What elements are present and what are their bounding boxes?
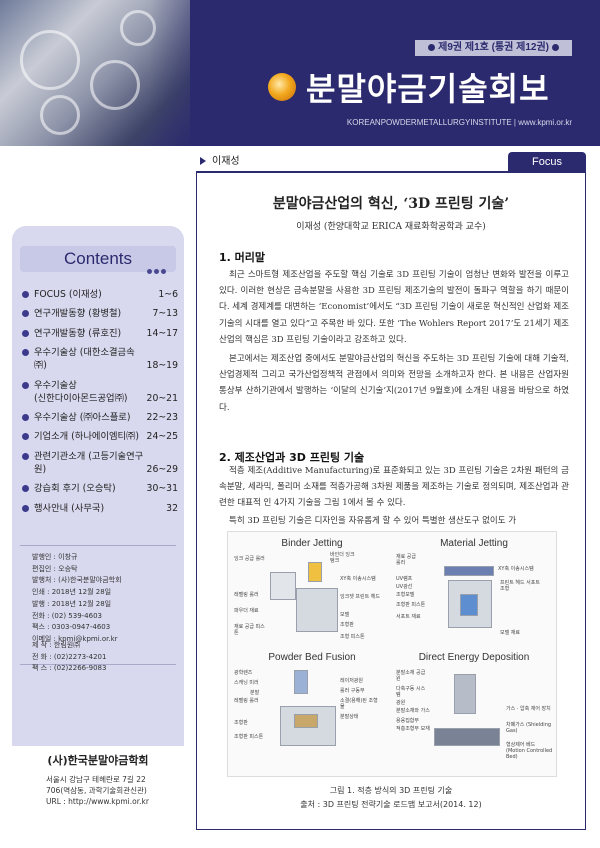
- bullet-icon: [22, 452, 29, 460]
- figure-source: 출처 : 3D 프린팅 전략기술 로드맵 보고서(2014. 12): [300, 800, 482, 809]
- paragraph: 본고에서는 제조산업 중에서도 분말야금산업의 혁신을 주도하는 3D 프린팅 …: [219, 354, 569, 413]
- triangle-icon: [200, 157, 206, 165]
- publication-subtitle: KOREANPOWDERMETALLURGYINSTITUTE | www.kp…: [346, 118, 572, 127]
- toc-item[interactable]: 기업소개 (하나에이엠티㈜)24~25: [22, 430, 178, 443]
- publication-title: 분말야금기술회보: [306, 70, 550, 108]
- bullet-icon: [22, 349, 29, 357]
- publisher-block: (사)한국분말야금학회 서울시 강남구 테헤란로 7길 22 706(역삼동, …: [12, 752, 184, 807]
- toc-item[interactable]: 연구개발동향 (류호진)14~17: [22, 327, 178, 340]
- production-info: 제 작 : 한림원㈜ 전 화 : (02)2273-4201 팩 스 : (02…: [32, 641, 107, 672]
- section-heading: 2. 제조산업과 3D 프린팅 기술: [219, 451, 365, 464]
- paragraph: 적층 제조(Additive Manufacturing)로 표준화되고 있는 …: [219, 466, 569, 509]
- panel-powder-bed-fusion: Powder Bed Fusion 광학렌즈 스캐닝 미러 분말 레벨링 롤러 …: [232, 650, 392, 768]
- toc-item[interactable]: 강습회 후기 (오승탁)30~31: [22, 482, 178, 495]
- bullet-icon: [22, 291, 29, 298]
- logo-icon: [268, 73, 296, 101]
- toc-item[interactable]: 우수기술상 (대한소결금속㈜)18~19: [22, 346, 178, 372]
- bullet-icon: [22, 310, 29, 318]
- bullet-icon: [22, 485, 29, 493]
- section-heading: 1. 머리말: [219, 251, 266, 264]
- toc-item[interactable]: 우수기술상 (㈜아스플로)22~23: [22, 411, 178, 424]
- focus-tab: Focus: [508, 152, 586, 172]
- article-box: 분말야금산업의 혁신, ‘3D 프린팅 기술’ 이재성 (한양대학교 ERICA…: [196, 172, 586, 830]
- author-tab: 이재성: [200, 152, 240, 167]
- publisher-name: (사)한국분말야금학회: [47, 754, 149, 767]
- bullet-icon: [22, 504, 29, 512]
- toc-item[interactable]: 행사안내 (사무국)32: [22, 502, 178, 515]
- bullet-icon: [22, 433, 29, 441]
- article-title: 분말야금산업의 혁신, ‘3D 프린팅 기술’: [272, 196, 510, 212]
- article-author: 이재성 (한양대학교 ERICA 재료화학공학과 교수): [296, 222, 486, 232]
- publisher-url[interactable]: URL : http://www.kpmi.or.kr: [46, 797, 149, 806]
- paragraph: 특히 3D 프린팅 기술은 디자인을 자유롭게 할 수 있어 특별한 생산도구 …: [229, 516, 517, 526]
- dots-icon: [145, 256, 166, 282]
- panel-binder-jetting: Binder Jetting 잉크 공급 롤러 바인더 잉크 탱크 XY축 이송…: [234, 538, 380, 640]
- panel-direct-energy-deposition: Direct Energy Deposition 분말소재 공급원 다축구동 시…: [396, 652, 553, 760]
- colophon: 발행인 : 이창규 편집인 : 오승탁 발행처 : (사)한국분말야금학회 인쇄…: [12, 545, 184, 745]
- panel-material-jetting: Material Jetting 재료 공급 롤러 XY축 이송시스템 UV램프…: [396, 538, 540, 636]
- figure-3d-printing: Binder Jetting 잉크 공급 롤러 바인더 잉크 탱크 XY축 이송…: [227, 531, 557, 777]
- contents-heading: Contents: [20, 246, 176, 274]
- toc-item[interactable]: FOCUS (이재성)1~6: [22, 288, 178, 301]
- bullet-icon: [22, 413, 29, 421]
- toc-item[interactable]: 관련기관소개 (고등기술연구원)26~29: [22, 450, 178, 476]
- bullet-icon: [22, 381, 29, 389]
- issue-number: 제9권 제1호 (통권 제12권): [415, 40, 572, 56]
- bullet-icon: [22, 329, 29, 337]
- masthead: 제9권 제1호 (통권 제12권) 분말야금기술회보 KOREANPOWDERM…: [0, 0, 600, 146]
- toc-item[interactable]: 연구개발동향 (황병철)7~13: [22, 307, 178, 320]
- paragraph: 최근 스마트형 제조산업을 주도할 핵심 기술로 3D 프린팅 기술이 엄청난 …: [219, 270, 569, 345]
- figure-caption: 그림 1. 적층 방식의 3D 프린팅 기술: [329, 786, 453, 795]
- table-of-contents: FOCUS (이재성)1~6 연구개발동향 (황병철)7~13 연구개발동향 (…: [22, 288, 178, 521]
- toc-item[interactable]: 우수기술상(신한다이아몬드공업㈜)20~21: [22, 379, 178, 405]
